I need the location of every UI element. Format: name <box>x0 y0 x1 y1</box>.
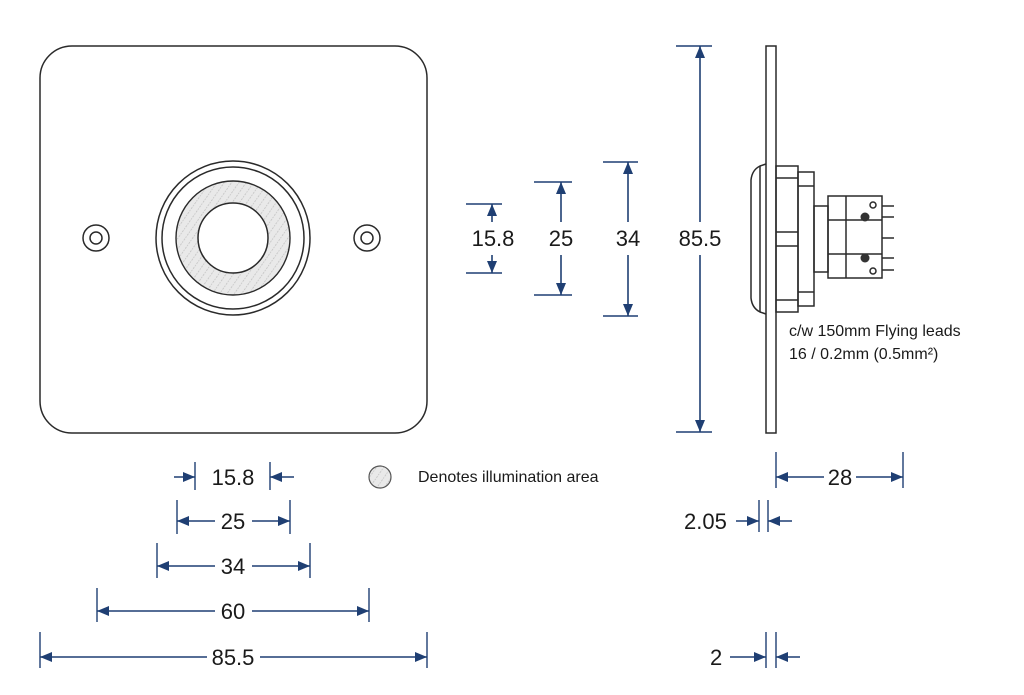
illumination-legend-label: Denotes illumination area <box>418 469 599 486</box>
leads-note-line1: c/w 150mm Flying leads <box>789 323 961 340</box>
height-label-15-8: 15.8 <box>472 226 515 251</box>
height-dimensions: 15.8 25 34 <box>466 45 722 433</box>
side-plate <box>765 45 777 434</box>
side-nut <box>797 171 815 307</box>
height-dim-25: 25 <box>534 181 573 296</box>
front-view <box>39 45 428 434</box>
width-label-15-8: 15.8 <box>212 465 255 490</box>
plate-dim-2: 2 <box>710 632 800 670</box>
width-label-85-5: 85.5 <box>212 645 255 670</box>
side-body <box>775 165 799 313</box>
screw-hole-left <box>82 224 110 252</box>
width-dim-34: 34 <box>156 543 311 579</box>
width-label-34: 34 <box>221 554 245 579</box>
side-lens <box>750 163 767 315</box>
illumination-legend: Denotes illumination area <box>368 465 599 489</box>
height-dim-85-5: 85.5 <box>676 45 722 433</box>
plate-label-2: 2 <box>710 645 722 670</box>
screw-hole-right <box>353 224 381 252</box>
height-label-25: 25 <box>549 226 573 251</box>
leads-note-line2: 16 / 0.2mm (0.5mm²) <box>789 346 938 363</box>
width-dim-85-5: 85.5 <box>39 632 428 670</box>
depth-dim-28: 28 <box>775 452 904 490</box>
push-button <box>155 160 311 316</box>
width-label-25: 25 <box>221 509 245 534</box>
width-label-60: 60 <box>221 599 245 624</box>
lens-dim-2-05: 2.05 <box>684 500 792 534</box>
depth-label-28: 28 <box>828 465 852 490</box>
height-label-85-5: 85.5 <box>679 226 722 251</box>
faceplate-outline <box>39 45 428 434</box>
width-dim-15-8: 15.8 <box>174 462 294 490</box>
height-dim-34: 34 <box>603 161 640 317</box>
height-label-34: 34 <box>616 226 640 251</box>
side-switch-block <box>827 195 883 279</box>
height-dim-15-8: 15.8 <box>466 203 515 274</box>
lens-label-2-05: 2.05 <box>684 509 727 534</box>
illumination-legend-icon <box>368 465 392 489</box>
width-dim-25: 25 <box>176 500 291 534</box>
side-view <box>750 45 894 434</box>
width-dim-60: 60 <box>96 588 370 624</box>
